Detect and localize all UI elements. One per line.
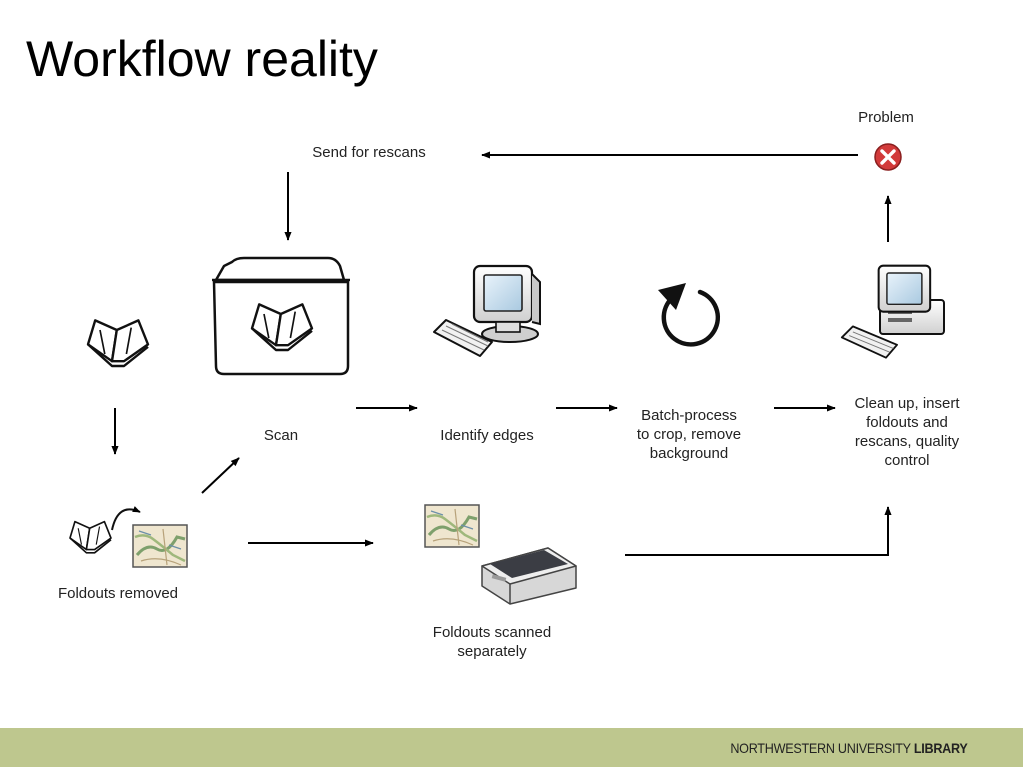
- footer-org-prefix: NORTHWESTERN UNIVERSITY: [729, 740, 911, 756]
- cleanup-line-1: Clean up, insert: [854, 395, 960, 412]
- cleanup-line-3: rescans, quality: [854, 433, 960, 450]
- foldouts-scanned-line-1: Foldouts scanned: [432, 624, 552, 641]
- foldout-book-icon: [69, 520, 112, 554]
- book-scanner-icon: [212, 256, 350, 376]
- foldout-curve-arrow: [111, 506, 141, 531]
- label-batch-process: Batch-process to crop, remove background: [614, 406, 764, 463]
- computer-icon: [432, 264, 542, 358]
- label-scan: Scan: [263, 427, 299, 444]
- footer-org-suffix: LIBRARY: [913, 740, 967, 756]
- label-problem: Problem: [858, 109, 914, 126]
- label-identify-edges: Identify edges: [440, 427, 534, 444]
- batch-line-3: background: [649, 445, 729, 462]
- label-foldouts-scanned: Foldouts scanned separately: [412, 623, 572, 661]
- foldout-map-icon: [423, 503, 481, 549]
- refresh-cycle-icon: [658, 283, 721, 347]
- map-icon: [131, 523, 189, 569]
- open-book-icon: [86, 319, 150, 368]
- batch-line-1: Batch-process: [641, 407, 737, 424]
- arrow-foldouts-to-scan: [201, 457, 240, 494]
- cleanup-line-2: foldouts and: [866, 414, 948, 431]
- batch-line-2: to crop, remove: [636, 426, 742, 443]
- cleanup-line-4: control: [884, 452, 930, 469]
- foldouts-scanned-line-2: separately: [457, 643, 527, 660]
- footer-band: NORTHWESTERN UNIVERSITY LIBRARY: [0, 728, 1023, 767]
- error-x-icon: [874, 143, 902, 171]
- label-foldouts-removed: Foldouts removed: [57, 585, 179, 602]
- footer-logo-text: NORTHWESTERN UNIVERSITY LIBRARY: [730, 740, 967, 756]
- label-cleanup: Clean up, insert foldouts and rescans, q…: [832, 394, 982, 470]
- workflow-diagram: [69, 143, 945, 605]
- computer-workstation-icon: [840, 264, 945, 359]
- arrow-flatbed-to-cleanup: [625, 506, 892, 556]
- flatbed-scanner-icon: [481, 547, 577, 605]
- slide-title: Workflow reality: [26, 31, 378, 87]
- label-send-for-rescans: Send for rescans: [312, 144, 426, 161]
